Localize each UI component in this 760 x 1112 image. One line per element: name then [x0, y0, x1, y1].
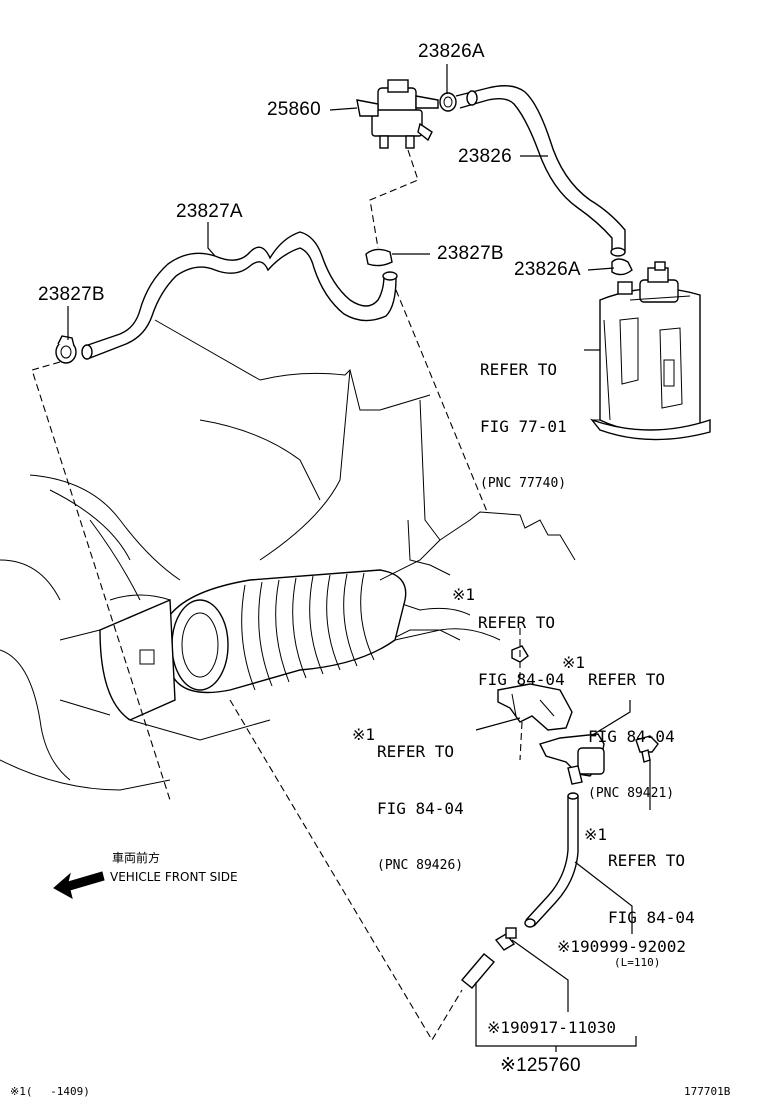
ref-engine-line2: FIG 84-04 — [478, 670, 565, 689]
engine-block — [379, 539, 461, 641]
ref-bolt-mark: ※1 — [584, 825, 608, 844]
direction-label-en: VEHICLE FRONT SIDE — [110, 870, 238, 884]
ref-canister-line2: FIG 77-01 — [480, 417, 567, 436]
intake-bellows — [59, 569, 407, 741]
leader-lines — [67, 64, 651, 1052]
ref-bracket-right-line3: (PNC 89421) — [588, 786, 675, 801]
clip-23827b-left — [55, 335, 77, 364]
ref-bracket-left-line1: REFER TO — [377, 742, 455, 761]
connector-90917 — [494, 927, 517, 951]
engine-outline — [0, 319, 576, 791]
vsv-valve — [356, 79, 439, 149]
ref-bracket-left-line2: FIG 84-04 — [377, 799, 464, 818]
ref-bracket-right: REFER TO FIG 84-04 (PNC 89421) — [588, 632, 675, 822]
label-90999-92002: ※190999-92002 — [557, 937, 686, 956]
label-23826a-low: 23826A — [514, 259, 581, 280]
ref-bracket-left-line3: (PNC 89426) — [377, 858, 464, 873]
hose-23827a — [81, 231, 398, 360]
label-length-l110: (L=110) — [614, 956, 661, 969]
ref-canister: REFER TO FIG 77-01 (PNC 77740) — [480, 322, 567, 512]
figure-code: 177701B — [684, 1085, 731, 1098]
ref-engine: REFER TO FIG 84-04 — [478, 575, 565, 708]
hose-25760 — [461, 953, 495, 989]
label-23826a-top: 23826A — [418, 41, 485, 62]
ref-engine-line1: REFER TO — [478, 613, 556, 632]
ref-bracket-left: REFER TO FIG 84-04 (PNC 89426) — [377, 704, 464, 894]
ref-engine-mark: ※1 — [452, 585, 476, 604]
clip-23826a-top — [439, 92, 457, 112]
hose-90999 — [524, 792, 579, 928]
clip-23827b-mid — [365, 248, 393, 267]
direction-label-jp: 車両前方 — [112, 851, 161, 865]
label-23826: 23826 — [458, 146, 512, 167]
ref-bolt-line2: FIG 84-04 — [608, 908, 695, 927]
ref-bolt-line1: REFER TO — [608, 851, 686, 870]
ref-bracket-right-mark: ※1 — [562, 653, 586, 672]
ref-bracket-right-line2: FIG 84-04 — [588, 727, 675, 746]
footer-note: ※1( -1409) — [10, 1085, 90, 1098]
clip-23826a-low — [611, 258, 633, 276]
label-23827b-mid: 23827B — [437, 243, 504, 264]
ref-canister-line1: REFER TO — [480, 360, 558, 379]
label-25860: 25860 — [267, 99, 321, 120]
label-90917-11030: ※190917-11030 — [487, 1018, 616, 1037]
ref-bracket-right-line1: REFER TO — [588, 670, 666, 689]
charcoal-canister — [589, 261, 711, 441]
ref-bracket-left-mark: ※1 — [352, 725, 376, 744]
sensor-bracket — [497, 645, 659, 785]
hose-23826 — [455, 85, 626, 257]
ref-canister-line3: (PNC 77740) — [480, 476, 567, 491]
label-25760: ※125760 — [500, 1055, 581, 1076]
routing-dashes — [31, 149, 523, 1042]
label-23827b-left: 23827B — [38, 284, 105, 305]
label-23827a: 23827A — [176, 201, 243, 222]
ref-bolt: REFER TO FIG 84-04 — [608, 813, 695, 946]
front-direction-arrow — [53, 871, 105, 899]
